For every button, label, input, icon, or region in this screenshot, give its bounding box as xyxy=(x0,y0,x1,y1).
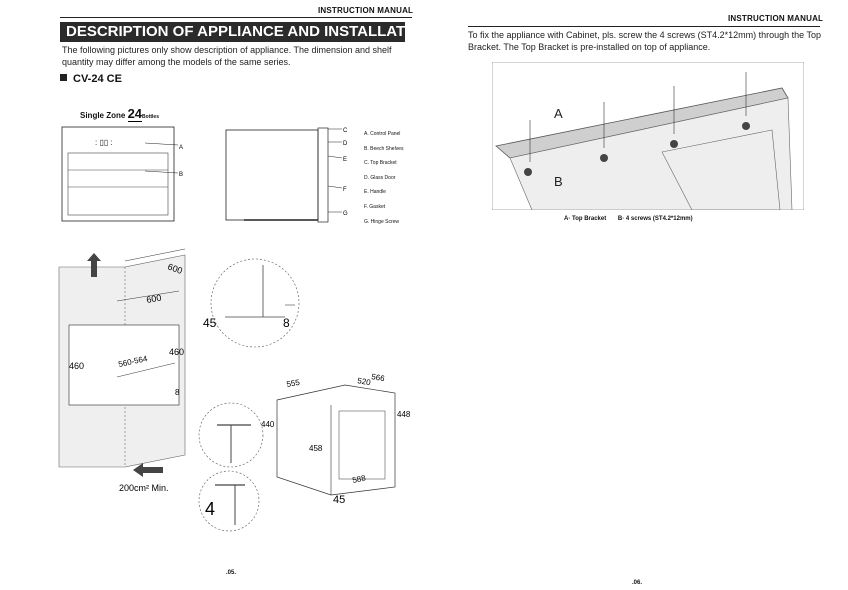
screw-arrows xyxy=(529,72,747,162)
front-view-door xyxy=(67,152,169,216)
page-number: .05. xyxy=(226,570,237,576)
dim-top-width: 600 xyxy=(146,293,163,305)
callout-a: A xyxy=(179,145,183,151)
header-rule xyxy=(60,17,412,18)
vent-area: 200cm² Min. xyxy=(119,483,169,493)
installation-diagram: 600 600 460 560-564 460 8 200cm² Min. 45… xyxy=(58,248,411,532)
dim-line xyxy=(116,290,180,302)
screw-icon xyxy=(670,140,678,148)
legend-item: B. Beech Shelves xyxy=(364,145,404,152)
dim-gap: 8 xyxy=(175,388,180,397)
detail-circle xyxy=(210,258,300,348)
dim-line xyxy=(124,248,186,262)
caption-b: B· 4 screws (ST4.2*12mm) xyxy=(617,216,693,222)
left-page: INSTRUCTION MANUAL DESCRIPTION OF APPLIA… xyxy=(58,6,432,576)
caption-a: A· Top Bracket xyxy=(564,216,607,222)
callout-e: E xyxy=(343,157,347,163)
zone-unit: Bottles xyxy=(142,114,159,120)
screw-icon xyxy=(742,122,750,130)
legend-item: G. Hinge Screw xyxy=(364,218,400,225)
leader-line xyxy=(327,185,343,189)
zone-number: 24 xyxy=(127,106,143,122)
detail-circle xyxy=(198,470,260,532)
header-rule xyxy=(468,26,820,27)
left-arrow-icon xyxy=(133,463,163,477)
dim-top-depth: 600 xyxy=(166,261,184,276)
dim-front-height: 458 xyxy=(309,444,323,453)
legend-item: C. Top Bracket xyxy=(364,160,397,167)
legend-item: E. Handle xyxy=(364,189,386,196)
parts-legend: A. Control Panel B. Beech Shelves C. Top… xyxy=(364,127,403,229)
legend-item: A. Control Panel xyxy=(364,131,401,137)
zone-label: Single Zone 24Bottles xyxy=(80,106,159,122)
detail-value: 4 xyxy=(205,499,215,519)
side-view-door xyxy=(317,127,329,223)
dim-bottom: 45 xyxy=(333,494,345,506)
callout-g: G xyxy=(343,211,348,217)
front-view-diagram: : ▯▯ : A B xyxy=(61,126,183,222)
appliance-door xyxy=(338,410,386,480)
page-number: .06. xyxy=(632,580,643,586)
leader-line xyxy=(144,142,179,146)
appliance-top xyxy=(509,97,793,210)
up-arrow-icon xyxy=(87,253,101,277)
model-name: CV-24 CE xyxy=(73,73,122,85)
leader-line xyxy=(144,170,179,174)
dim-opening-height: 460 xyxy=(169,347,184,357)
legend-item: D. Glass Door xyxy=(364,174,396,181)
screws xyxy=(524,122,750,176)
screw-icon xyxy=(600,154,608,162)
side-view-body xyxy=(225,129,319,221)
dim-width: 555 xyxy=(286,378,301,389)
dim-base-width: 588 xyxy=(352,473,367,485)
instruction-text: To fix the appliance with Cabinet, pls. … xyxy=(468,30,822,52)
callout-d: D xyxy=(343,141,348,147)
leader-line xyxy=(327,155,343,159)
front-view-outline xyxy=(61,126,175,222)
dim-side-height: 460 xyxy=(69,361,84,371)
control-panel-icon: : ▯▯ : xyxy=(95,138,113,147)
label-b: B xyxy=(554,174,563,189)
screw-icon xyxy=(524,168,532,176)
label-a: A xyxy=(554,106,563,121)
dim-depth-a: 520 xyxy=(357,376,372,387)
dim-line xyxy=(116,362,176,378)
callout-c: C xyxy=(343,128,348,134)
page-header: INSTRUCTION MANUAL xyxy=(728,14,824,23)
page-header: INSTRUCTION MANUAL xyxy=(318,6,414,15)
door-frame xyxy=(661,129,781,210)
side-view-diagram: C D E F G xyxy=(225,127,348,223)
section-title: DESCRIPTION OF APPLIANCE AND INSTALLATIO… xyxy=(60,22,432,42)
bullet-square-icon xyxy=(60,74,67,81)
callout-b: B xyxy=(179,172,183,178)
detail-angle: 45 xyxy=(203,316,217,330)
appliance-outline xyxy=(276,384,396,496)
dim-door-height: 440 xyxy=(261,420,275,429)
legend-item: F. Gasket xyxy=(364,203,386,210)
dim-depth-b: 566 xyxy=(371,372,386,383)
intro-text: The following pictures only show descrip… xyxy=(62,45,392,67)
callout-f: F xyxy=(343,187,347,193)
detail-offset: 8 xyxy=(283,316,290,330)
photo-caption: A· Top Bracket B· 4 screws (ST4.2*12mm) xyxy=(564,216,703,222)
model-heading: CV-24 CE xyxy=(60,73,122,85)
top-bracket-photo: A B xyxy=(492,62,804,210)
zone-text: Single Zone xyxy=(80,111,126,120)
dim-height: 448 xyxy=(397,410,411,419)
right-page: INSTRUCTION MANUAL To fix the appliance … xyxy=(424,0,848,590)
cabinet-opening xyxy=(68,324,180,406)
